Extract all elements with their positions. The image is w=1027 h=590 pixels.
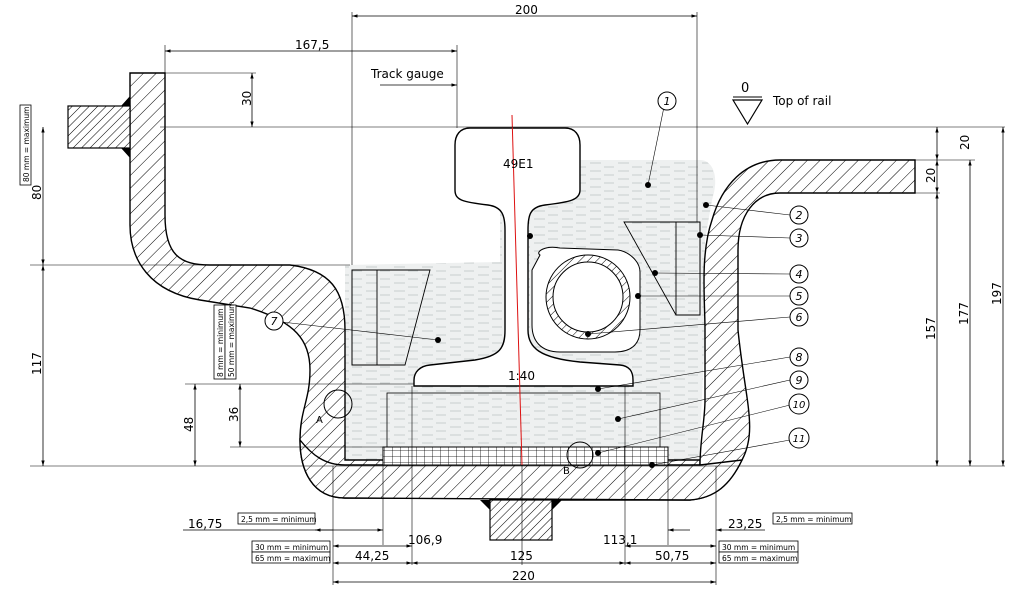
top-of-rail-symbol: 0 xyxy=(741,81,749,96)
svg-text:6: 6 xyxy=(796,311,803,324)
note-30-65-right: 30 mm = minimum 65 mm = maximum xyxy=(718,540,799,564)
dim-113-1: 113,1 xyxy=(603,533,637,547)
weld-bottom-left xyxy=(480,500,490,510)
top-of-rail-label: Top of rail xyxy=(772,94,831,108)
svg-text:9: 9 xyxy=(796,374,803,387)
filling-compound xyxy=(345,160,716,465)
rail-axis xyxy=(511,114,523,466)
detail-b-label: B xyxy=(563,466,570,477)
dim-106-9: 106,9 xyxy=(408,533,442,547)
note-8-min-50-max: 8 mm = minimum 50 mm = maximum xyxy=(213,302,237,380)
svg-text:2,5 mm = minimum: 2,5 mm = minimum xyxy=(776,515,852,524)
callout-9: 9 xyxy=(789,370,809,390)
bottom-support-block xyxy=(489,499,553,541)
svg-text:80 mm = maximum: 80 mm = maximum xyxy=(22,107,31,182)
filler-tube-inner xyxy=(552,261,624,333)
note-80-max: 80 mm = maximum xyxy=(19,104,32,186)
svg-text:11: 11 xyxy=(793,434,806,445)
callout-1: 1 xyxy=(657,91,677,111)
callout-2: 2 xyxy=(789,205,809,225)
dim-220: 220 xyxy=(512,569,535,583)
top-of-rail-triangle xyxy=(731,99,764,126)
svg-text:30 mm = minimum: 30 mm = minimum xyxy=(255,543,328,552)
base-plate xyxy=(386,392,661,448)
track-gauge-label: Track gauge xyxy=(370,67,444,81)
svg-text:2,5 mm = minimum: 2,5 mm = minimum xyxy=(241,515,317,524)
detail-a-label: A xyxy=(316,415,323,426)
callout-6: 6 xyxy=(789,307,809,327)
bottom-slab xyxy=(299,438,744,501)
callout-dots xyxy=(435,182,709,468)
inclination-label: 1:40 xyxy=(508,369,535,383)
svg-text:30 mm = minimum: 30 mm = minimum xyxy=(722,543,795,552)
callout-7: 7 xyxy=(264,311,284,331)
weld-left-top xyxy=(121,96,130,106)
dim-23-25: 23,25 xyxy=(728,517,762,531)
dim-16-75: 16,75 xyxy=(188,517,222,531)
dim-50-75: 50,75 xyxy=(655,549,689,563)
svg-text:65 mm = maximum: 65 mm = maximum xyxy=(255,554,330,563)
track-slab-section xyxy=(67,72,916,541)
svg-text:65 mm = maximum: 65 mm = maximum xyxy=(722,554,797,563)
detail-a-circle xyxy=(323,389,353,419)
callout-10: 10 xyxy=(788,393,810,415)
svg-text:7: 7 xyxy=(271,315,278,328)
right-shim xyxy=(675,221,701,316)
dim-48: 48 xyxy=(182,417,196,432)
callout-5: 5 xyxy=(789,286,809,306)
dim-200: 200 xyxy=(515,3,538,17)
note-30-65-left: 30 mm = minimum 65 mm = maximum xyxy=(251,540,331,564)
callout-3: 3 xyxy=(789,228,809,248)
callout-8: 8 xyxy=(789,347,809,367)
dim-125: 125 xyxy=(510,549,533,563)
callout-leaders xyxy=(281,101,791,466)
dim-197: 197 xyxy=(990,282,1004,305)
svg-text:2: 2 xyxy=(796,209,803,222)
dim-80: 80 xyxy=(30,185,44,200)
svg-text:1: 1 xyxy=(664,95,671,108)
weld-bottom-right xyxy=(552,500,562,510)
filler-block-left-rect xyxy=(351,269,378,366)
svg-text:4: 4 xyxy=(796,268,803,281)
left-existing-structure xyxy=(67,105,131,149)
dim-157: 157 xyxy=(924,317,938,340)
note-2-5-min-left: 2,5 mm = minimum xyxy=(237,512,317,525)
detail-b-circle xyxy=(566,441,594,469)
weld-left-bottom xyxy=(121,148,130,158)
svg-text:10: 10 xyxy=(793,400,806,411)
dim-20-top: 20 xyxy=(958,135,972,150)
dim-117: 117 xyxy=(30,352,44,375)
svg-text:3: 3 xyxy=(796,232,803,245)
dim-44-25: 44,25 xyxy=(355,549,389,563)
dim-167-5: 167,5 xyxy=(295,38,329,52)
dim-30: 30 xyxy=(240,91,254,106)
dim-177: 177 xyxy=(957,302,971,325)
svg-text:8 mm = minimum: 8 mm = minimum xyxy=(216,309,225,377)
callout-11: 11 xyxy=(788,427,810,449)
callout-4: 4 xyxy=(789,264,809,284)
svg-text:5: 5 xyxy=(796,290,803,303)
dimension-lines xyxy=(41,14,1005,584)
note-2-5-min-right: 2,5 mm = minimum xyxy=(772,512,853,525)
rail-profile-label: 49E1 xyxy=(503,157,534,171)
dim-36: 36 xyxy=(227,407,241,422)
svg-text:50 mm = maximum: 50 mm = maximum xyxy=(227,302,236,377)
svg-text:8: 8 xyxy=(796,351,803,364)
dim-20-second: 20 xyxy=(924,168,938,183)
